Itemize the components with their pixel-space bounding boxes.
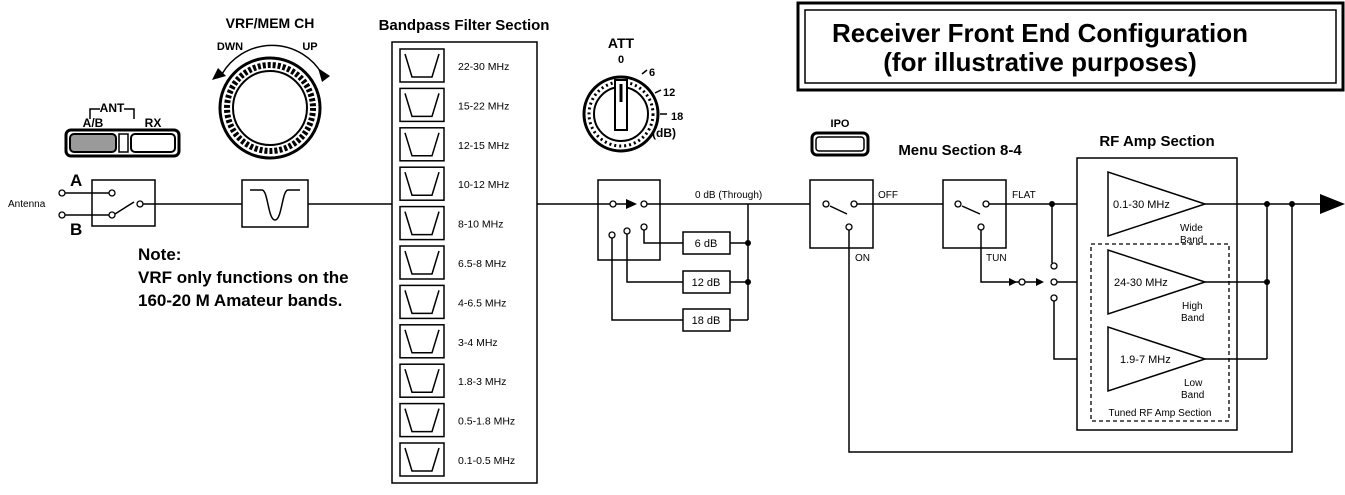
bandpass-curve — [404, 211, 440, 236]
menu-flat-label: FLAT — [1012, 190, 1036, 201]
bpf-title: Bandpass Filter Section — [379, 17, 550, 34]
vrf-note: Note: VRF only functions on the 160-20 M… — [138, 245, 349, 310]
ant-rx-button[interactable] — [130, 133, 176, 153]
att-network: 0 dB (Through) 6 dB 12 dB 18 dB — [597, 179, 810, 332]
bpf-band-label: 3-4 MHz — [458, 337, 498, 349]
ant-selector: ANT A/B RX — [64, 101, 181, 158]
rf-low-freq: 1.9-7 MHz — [1120, 354, 1171, 366]
bpf-band-label: 4-6.5 MHz — [458, 297, 506, 309]
rf-amp-high: 24-30 MHz High Band — [1107, 248, 1208, 324]
title-box: Receiver Front End Configuration (for il… — [796, 1, 1345, 92]
bpf-band-item: 0.5-1.8 MHz — [399, 402, 515, 438]
bandpass-curve — [404, 53, 440, 78]
ipo-off-label: OFF — [878, 190, 898, 201]
rf-low-line1: Low — [1184, 378, 1203, 389]
bpf-band-item: 15-22 MHz — [399, 87, 509, 123]
bpf-band-label: 22-30 MHz — [458, 61, 509, 73]
note-line2: 160-20 M Amateur bands. — [138, 291, 342, 310]
bpf-band-label: 0.1-0.5 MHz — [458, 455, 515, 467]
att-pad-12: 12 dB — [692, 277, 721, 289]
att-0-label: 0 — [618, 54, 624, 66]
bpf-band-label: 8-10 MHz — [458, 219, 504, 231]
port-a-label: A — [70, 171, 82, 190]
vrf-filter — [155, 179, 392, 228]
rf-amp-low: 1.9-7 MHz Low Band — [1107, 325, 1208, 401]
rf-low-line2: Band — [1181, 390, 1204, 401]
att-knob[interactable]: ATT 0 6 12 18 (dB) — [582, 35, 683, 153]
ant-indicator — [118, 133, 129, 153]
att-title: ATT — [608, 35, 635, 51]
rf-tuned-label: Tuned RF Amp Section — [1108, 408, 1211, 419]
bpf-band-item: 0.1-0.5 MHz — [399, 442, 515, 477]
rf-title: RF Amp Section — [1099, 133, 1214, 150]
bpf-band-label: 0.5-1.8 MHz — [458, 416, 515, 428]
bandpass-curve — [404, 447, 440, 472]
ant-ab-label: A/B — [83, 116, 104, 130]
rf-amp-section: RF Amp Section Tuned RF Amp Section 0.1-… — [1076, 133, 1345, 431]
vrf-title: VRF/MEM CH — [226, 15, 315, 31]
menu-tun-label: TUN — [986, 253, 1007, 264]
bpf-band-item: 4-6.5 MHz — [399, 284, 506, 320]
vrf-up-label: UP — [302, 41, 317, 53]
title-line1: Receiver Front End Configuration — [832, 18, 1248, 48]
ipo-on-label: ON — [855, 253, 870, 264]
ipo-button[interactable] — [815, 136, 865, 152]
ipo-section: IPO OFF ON — [809, 118, 1293, 453]
bandpass-curve — [404, 290, 440, 315]
bpf-band-item: 22-30 MHz — [399, 48, 509, 83]
bandpass-curve — [404, 171, 440, 196]
bpf-band-label: 12-15 MHz — [458, 140, 509, 152]
bandpass-filter-icon — [399, 127, 445, 162]
att-pad-6: 6 dB — [695, 238, 718, 250]
antenna-switch: Antenna A B — [8, 171, 156, 239]
bandpass-curve — [404, 250, 440, 275]
rf-high-line2: Band — [1181, 313, 1204, 324]
output-arrow — [1320, 194, 1345, 214]
antenna-label: Antenna — [8, 199, 46, 210]
bpf-band-item: 10-12 MHz — [399, 166, 509, 201]
bandpass-curve — [404, 93, 440, 118]
title-line2: (for illustrative purposes) — [883, 47, 1197, 77]
rf-amp-wide: 0.1-30 MHz Wide Band — [1107, 170, 1208, 246]
bpf-band-item: 3-4 MHz — [399, 324, 498, 359]
bandpass-filter-section: Bandpass Filter Section 22-30 MHz 15-22 M… — [379, 17, 598, 484]
note-heading: Note: — [138, 245, 181, 264]
att-unit-label: (dB) — [652, 126, 676, 140]
att-18-label: 18 — [671, 111, 683, 123]
note-line1: VRF only functions on the — [138, 268, 349, 287]
port-b-label: B — [70, 220, 82, 239]
bpf-band-label: 10-12 MHz — [458, 179, 509, 191]
bpf-band-label: 15-22 MHz — [458, 100, 509, 112]
bandpass-curve — [404, 329, 440, 354]
bpf-band-item: 1.8-3 MHz — [399, 363, 506, 398]
ant-group-label: ANT — [100, 101, 125, 115]
vrf-down-label: DWN — [217, 41, 243, 53]
att-12-label: 12 — [663, 87, 675, 99]
rf-high-freq: 24-30 MHz — [1114, 277, 1168, 289]
bpf-band-label: 6.5-8 MHz — [458, 258, 506, 270]
bandpass-curve — [404, 408, 440, 433]
rf-high-line1: High — [1182, 301, 1203, 312]
ipo-label: IPO — [831, 118, 850, 130]
ant-rx-label: RX — [145, 116, 162, 130]
menu-title: Menu Section 8-4 — [898, 142, 1022, 159]
bandpass-curve — [404, 132, 440, 157]
bpf-band-item: 6.5-8 MHz — [399, 245, 506, 280]
ant-ab-button[interactable] — [69, 133, 117, 153]
vrf-knob[interactable]: VRF/MEM CH DWN UP — [212, 15, 330, 160]
att-pad-18: 18 dB — [692, 315, 721, 327]
rf-wide-line2: Band — [1180, 235, 1203, 246]
bpf-band-label: 1.8-3 MHz — [458, 376, 506, 388]
bpf-band-item: 8-10 MHz — [399, 205, 504, 241]
att-6-label: 6 — [649, 67, 655, 79]
bpf-band-item: 12-15 MHz — [399, 127, 509, 162]
rf-wide-line1: Wide — [1180, 223, 1203, 234]
menu-section: Menu Section 8-4 FLAT TUN — [898, 142, 1108, 360]
rf-wide-freq: 0.1-30 MHz — [1113, 199, 1170, 211]
bandpass-curve — [404, 368, 440, 393]
att-through-label: 0 dB (Through) — [695, 190, 762, 201]
